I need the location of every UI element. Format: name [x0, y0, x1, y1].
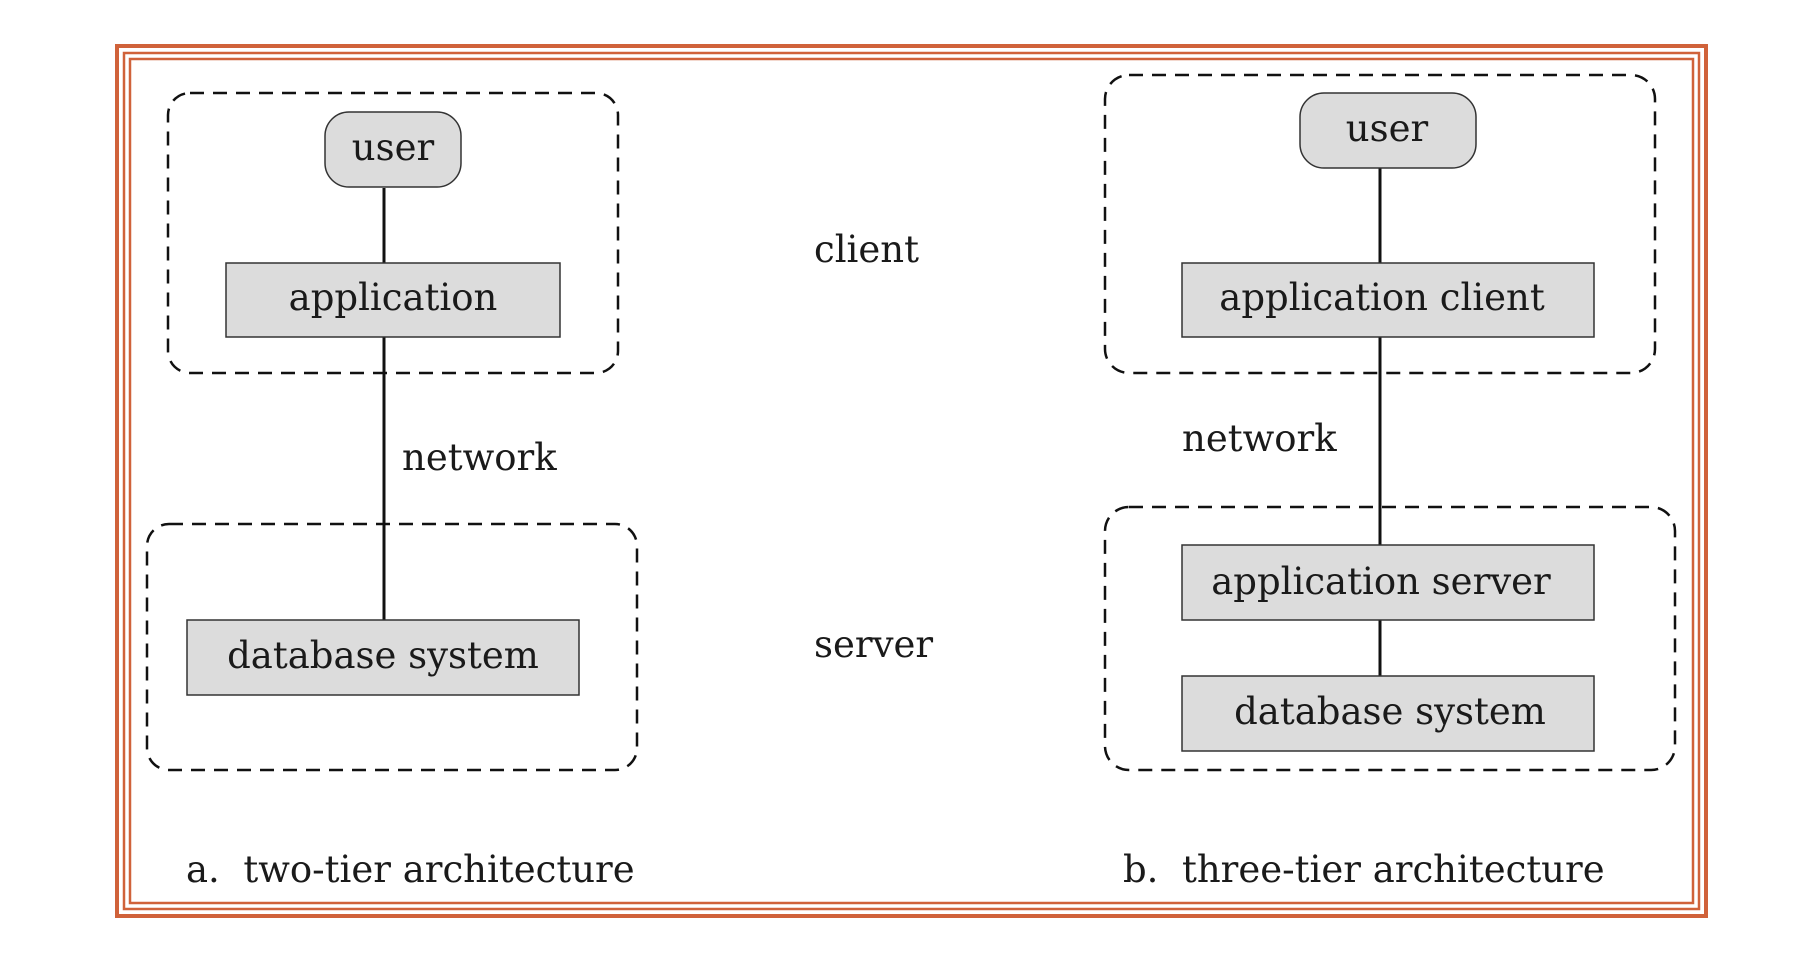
- two-tier-server-region: [145, 522, 639, 772]
- two-tier-network-label: network: [402, 436, 557, 479]
- three-tier-app-client-box: [1181, 262, 1595, 338]
- two-tier-application-label: application: [289, 276, 498, 319]
- three-tier-database-box: [1181, 675, 1595, 752]
- three-tier-architecture: user application client network applicat…: [1103, 73, 1677, 891]
- two-tier-application-box: [225, 262, 561, 338]
- three-tier-app-server-box: [1181, 544, 1595, 621]
- three-tier-app-client-label: application client: [1219, 276, 1545, 319]
- two-tier-database-label: database system: [227, 634, 539, 677]
- two-tier-user-node: [324, 111, 462, 188]
- three-tier-server-region: [1103, 505, 1677, 772]
- three-tier-caption: b. three-tier architecture: [1123, 848, 1605, 891]
- three-tier-user-label: user: [1346, 107, 1429, 150]
- server-tier-label: server: [814, 623, 933, 666]
- three-tier-user-node: [1299, 92, 1477, 169]
- client-tier-label: client: [814, 228, 919, 271]
- three-tier-app-server-label: application server: [1211, 560, 1551, 603]
- two-tier-database-box: [186, 619, 580, 696]
- two-tier-user-label: user: [352, 126, 435, 169]
- diagram-frame: [115, 44, 1708, 918]
- two-tier-architecture: user application network database system…: [145, 91, 639, 891]
- two-tier-client-region: [166, 91, 620, 375]
- three-tier-network-label: network: [1182, 417, 1337, 460]
- two-tier-caption: a. two-tier architecture: [186, 848, 635, 891]
- three-tier-database-label: database system: [1234, 690, 1546, 733]
